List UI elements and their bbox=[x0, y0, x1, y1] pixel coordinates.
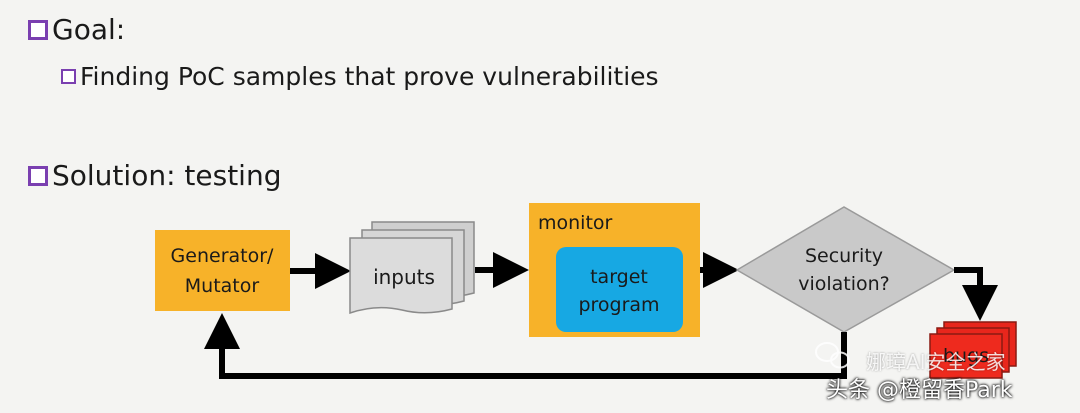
solution-bullet: Solution: testing bbox=[28, 162, 281, 190]
inputs-document-stack: inputs bbox=[349, 221, 475, 315]
violation-label: violation? bbox=[798, 273, 890, 295]
program-label: program bbox=[578, 294, 659, 316]
finding-text: Finding PoC samples that prove vulnerabi… bbox=[80, 62, 659, 91]
square-bullet-icon bbox=[28, 166, 48, 186]
inputs-label: inputs bbox=[373, 265, 435, 289]
square-bullet-icon bbox=[28, 20, 48, 40]
wechat-icon bbox=[815, 342, 850, 369]
finding-bullet: Finding PoC samples that prove vulnerabi… bbox=[61, 64, 659, 89]
watermark-handle: 头条 @橙留香Park bbox=[826, 378, 1013, 403]
security-label: Security bbox=[805, 245, 883, 267]
goal-bullet: Goal: bbox=[28, 16, 125, 44]
monitor-label: monitor bbox=[538, 212, 613, 234]
generator-mutator-box: Generator/ Mutator bbox=[155, 230, 290, 311]
generator-label: Generator/ bbox=[171, 245, 274, 267]
target-program-box bbox=[556, 247, 683, 332]
monitor-box: monitor target program bbox=[529, 203, 700, 337]
watermark-brand: 娜璋AI安全之家 bbox=[866, 350, 1006, 374]
target-label: target bbox=[590, 266, 648, 288]
goal-heading: Goal: bbox=[52, 13, 126, 46]
bugs-label: bugs bbox=[943, 345, 989, 367]
arrow-decision-to-bugs bbox=[954, 267, 998, 321]
solution-heading: Solution: testing bbox=[52, 159, 282, 192]
square-bullet-icon bbox=[61, 69, 76, 84]
security-violation-decision: Security violation? bbox=[735, 206, 956, 333]
bugs-stack: bugs bbox=[929, 321, 1017, 379]
mutator-label: Mutator bbox=[185, 275, 260, 297]
